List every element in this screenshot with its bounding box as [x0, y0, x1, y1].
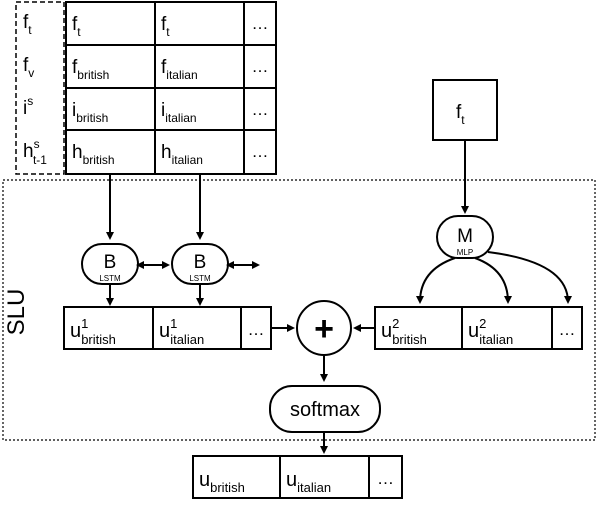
feature-table: ft fbritish ibritish hbritish ft fitalian iita… — [65, 1, 277, 175]
output-row-cell-ellipsis — [368, 455, 403, 499]
feature-cell-italian-text-0: ft — [161, 14, 170, 39]
mlp-node — [436, 215, 494, 259]
input-ft-box — [432, 79, 498, 141]
input-ft-text: ft — [456, 102, 465, 127]
feature-ellipsis-text-0: … — [252, 14, 269, 33]
feature-ellipsis-text-2: … — [252, 100, 269, 119]
feature-cell-british-text-2: ibritish — [72, 100, 108, 125]
output-row-cell-text-0: ubritish — [199, 469, 245, 495]
u2-row-ellipsis-text: … — [559, 320, 576, 339]
feature-ellipsis-text-1: … — [252, 57, 269, 76]
u2-row-cell-1 — [461, 306, 553, 350]
slu-label: SLU — [3, 289, 30, 336]
lstm-node-italian-label: B — [194, 252, 207, 273]
feature-ellipsis-text-3: … — [252, 142, 269, 161]
feature-cell-british-1 — [65, 44, 156, 89]
feature-cell-british-0 — [65, 1, 156, 46]
plus-symbol: + — [314, 310, 334, 348]
feature-cell-italian-text-1: fitalian — [161, 57, 198, 82]
feature-cell-italian-text-3: hitalian — [161, 142, 203, 167]
output-row: ubritish uitalian … — [192, 455, 403, 499]
mlp-node-label: M — [457, 226, 473, 247]
legend-row-2: is — [23, 94, 33, 119]
feature-cell-italian-text-2: iitalian — [161, 100, 197, 125]
arrow-mlp-to-u2-italian — [474, 257, 512, 304]
mlp-node-sublabel: MLP — [457, 248, 473, 257]
feature-cell-ellipsis-0 — [243, 1, 277, 46]
output-row-cell-0 — [192, 455, 281, 499]
u2-row-cell-ellipsis — [551, 306, 583, 350]
arrow-mlp-to-u2-more — [487, 251, 572, 304]
arrow-mlp-to-u2-british — [416, 257, 456, 304]
output-row-cell-text-1: uitalian — [286, 469, 331, 495]
lstm-node-british-sublabel: LSTM — [99, 274, 121, 283]
feature-cell-british-text-1: fbritish — [72, 57, 109, 82]
feature-cell-ellipsis-3 — [243, 129, 277, 175]
output-row-ellipsis-text: … — [377, 469, 394, 488]
legend-column — [15, 1, 65, 175]
softmax-label: softmax — [290, 399, 360, 421]
feature-cell-british-text-3: hbritish — [72, 142, 115, 167]
lstm-node-italian-sublabel: LSTM — [189, 274, 211, 283]
lstm-node-british-label: B — [104, 252, 117, 273]
input-ft-label: ft — [456, 102, 465, 127]
u1-row-ellipsis-text: … — [248, 320, 265, 339]
legend-row-1: fv — [23, 55, 34, 80]
feature-cell-british-2 — [65, 87, 156, 131]
feature-cell-british-text-0: ft — [72, 14, 81, 39]
slu-container — [2, 179, 596, 441]
feature-cell-ellipsis-1 — [243, 44, 277, 89]
legend-row-0: ft — [23, 12, 32, 37]
